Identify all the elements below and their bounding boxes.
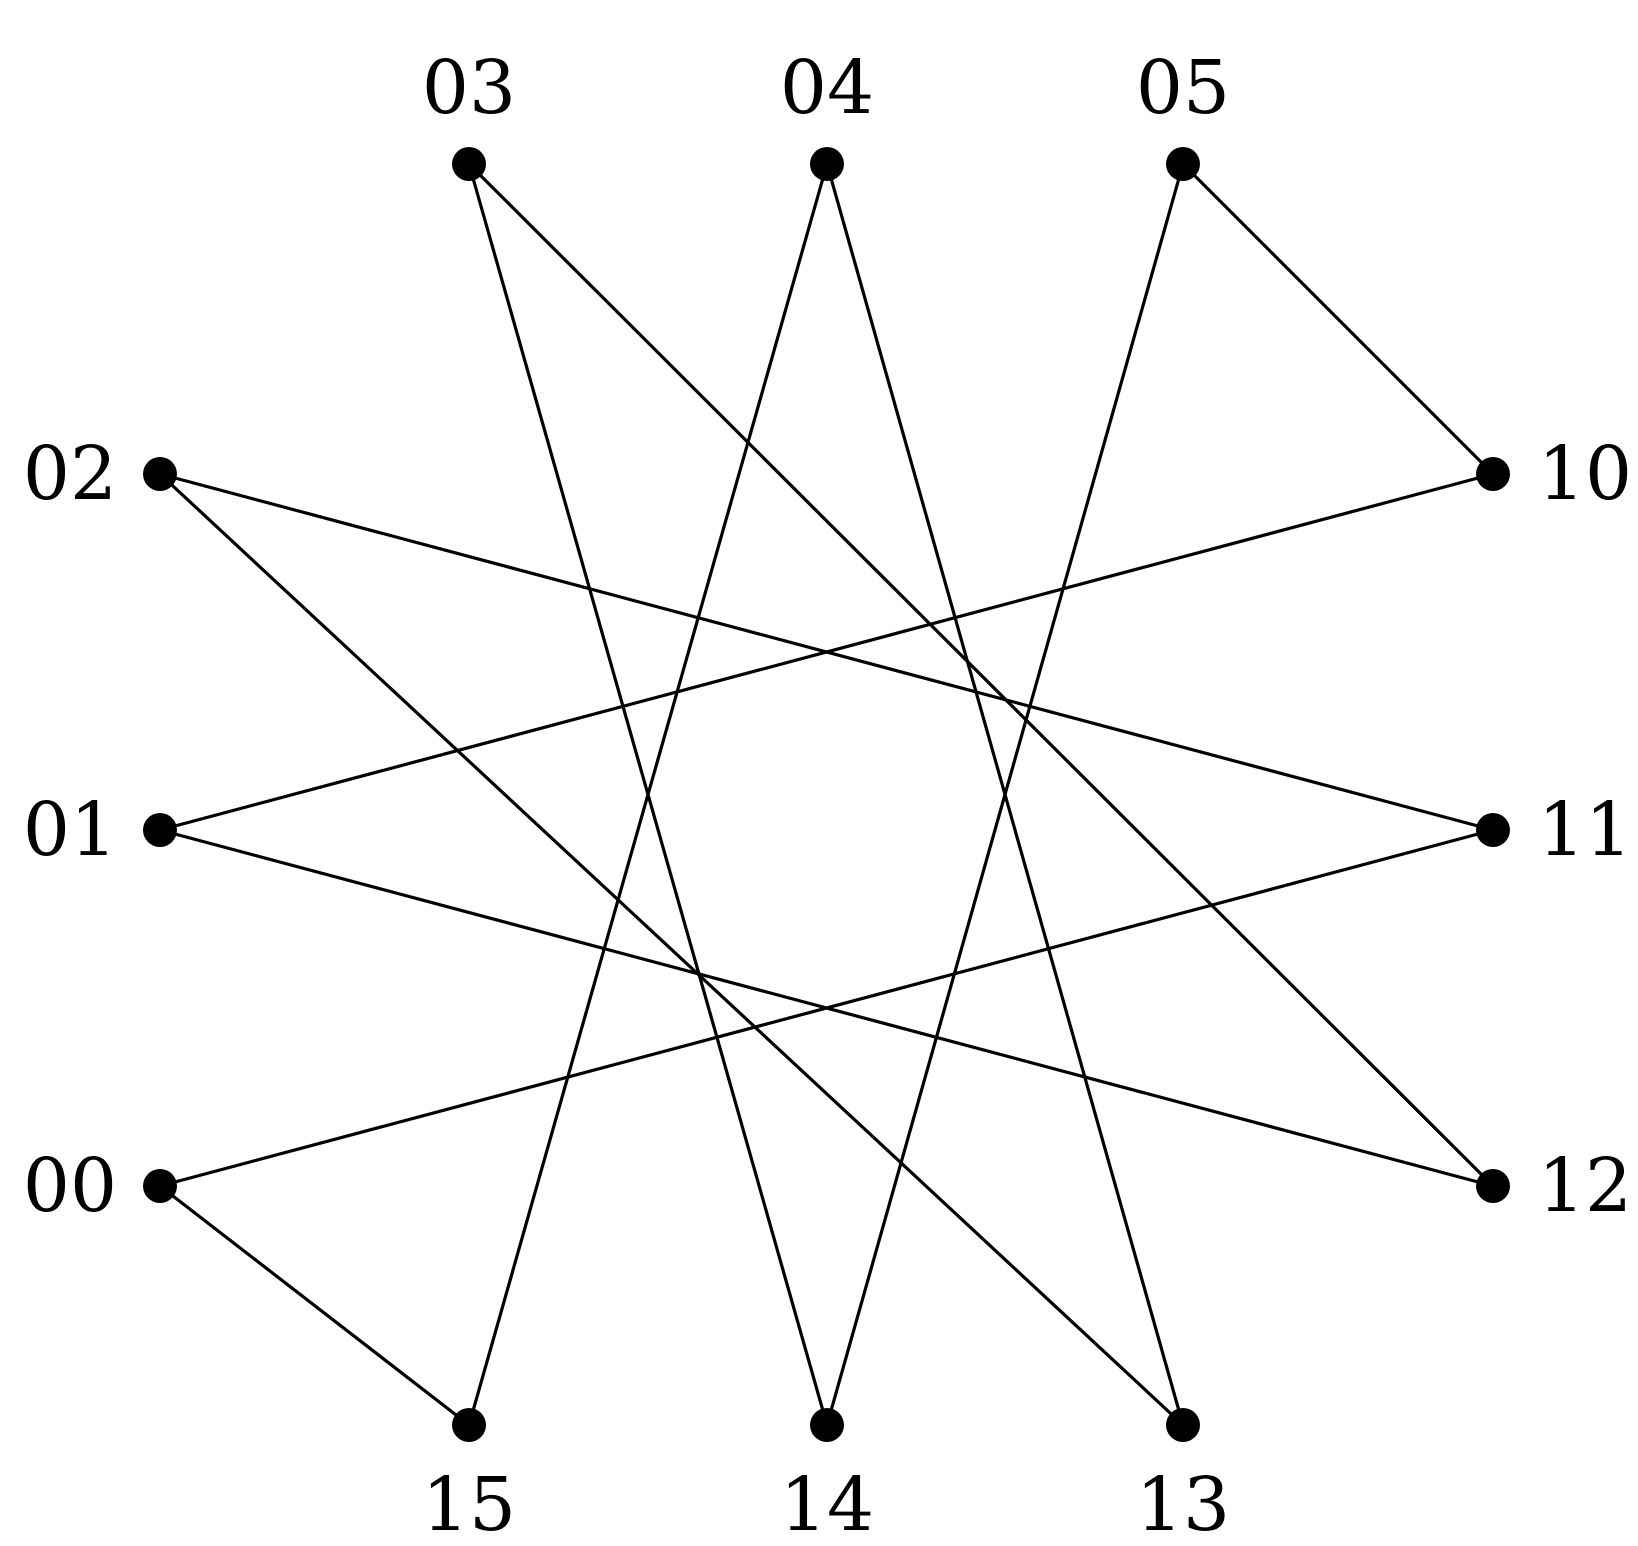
edge-01-12 [158,828,1495,1188]
node-11 [1476,813,1510,847]
edge-02-13 [158,472,1185,1427]
node-labels: 00 01 02 03 04 05 10 11 12 13 14 15 [23,45,1632,1546]
node-label-05: 05 [1136,45,1230,131]
edge-04-15 [467,162,829,1427]
node-label-00: 00 [23,1143,117,1229]
node-label-01: 01 [23,787,117,873]
node-00 [143,1169,177,1203]
edges [158,162,1495,1427]
node-01 [143,813,177,847]
edge-00-15 [158,1184,471,1427]
node-13 [1166,1408,1200,1442]
node-03 [452,147,486,181]
node-10 [1476,457,1510,491]
node-05 [1166,147,1200,181]
nodes [143,147,1510,1442]
edge-05-10 [1181,162,1495,476]
node-label-02: 02 [23,431,117,517]
node-label-03: 03 [422,45,516,131]
node-label-11: 11 [1538,787,1632,873]
node-04 [810,147,844,181]
node-label-10: 10 [1538,431,1632,517]
edge-02-11 [158,472,1495,832]
node-14 [810,1408,844,1442]
node-label-12: 12 [1538,1143,1632,1229]
node-label-14: 14 [780,1462,874,1546]
node-12 [1476,1169,1510,1203]
node-label-15: 15 [422,1462,516,1546]
edge-05-14 [825,162,1185,1427]
node-label-13: 13 [1136,1462,1230,1546]
node-label-04: 04 [780,45,874,131]
node-02 [143,457,177,491]
edge-03-12 [467,162,1495,1188]
node-15 [452,1408,486,1442]
